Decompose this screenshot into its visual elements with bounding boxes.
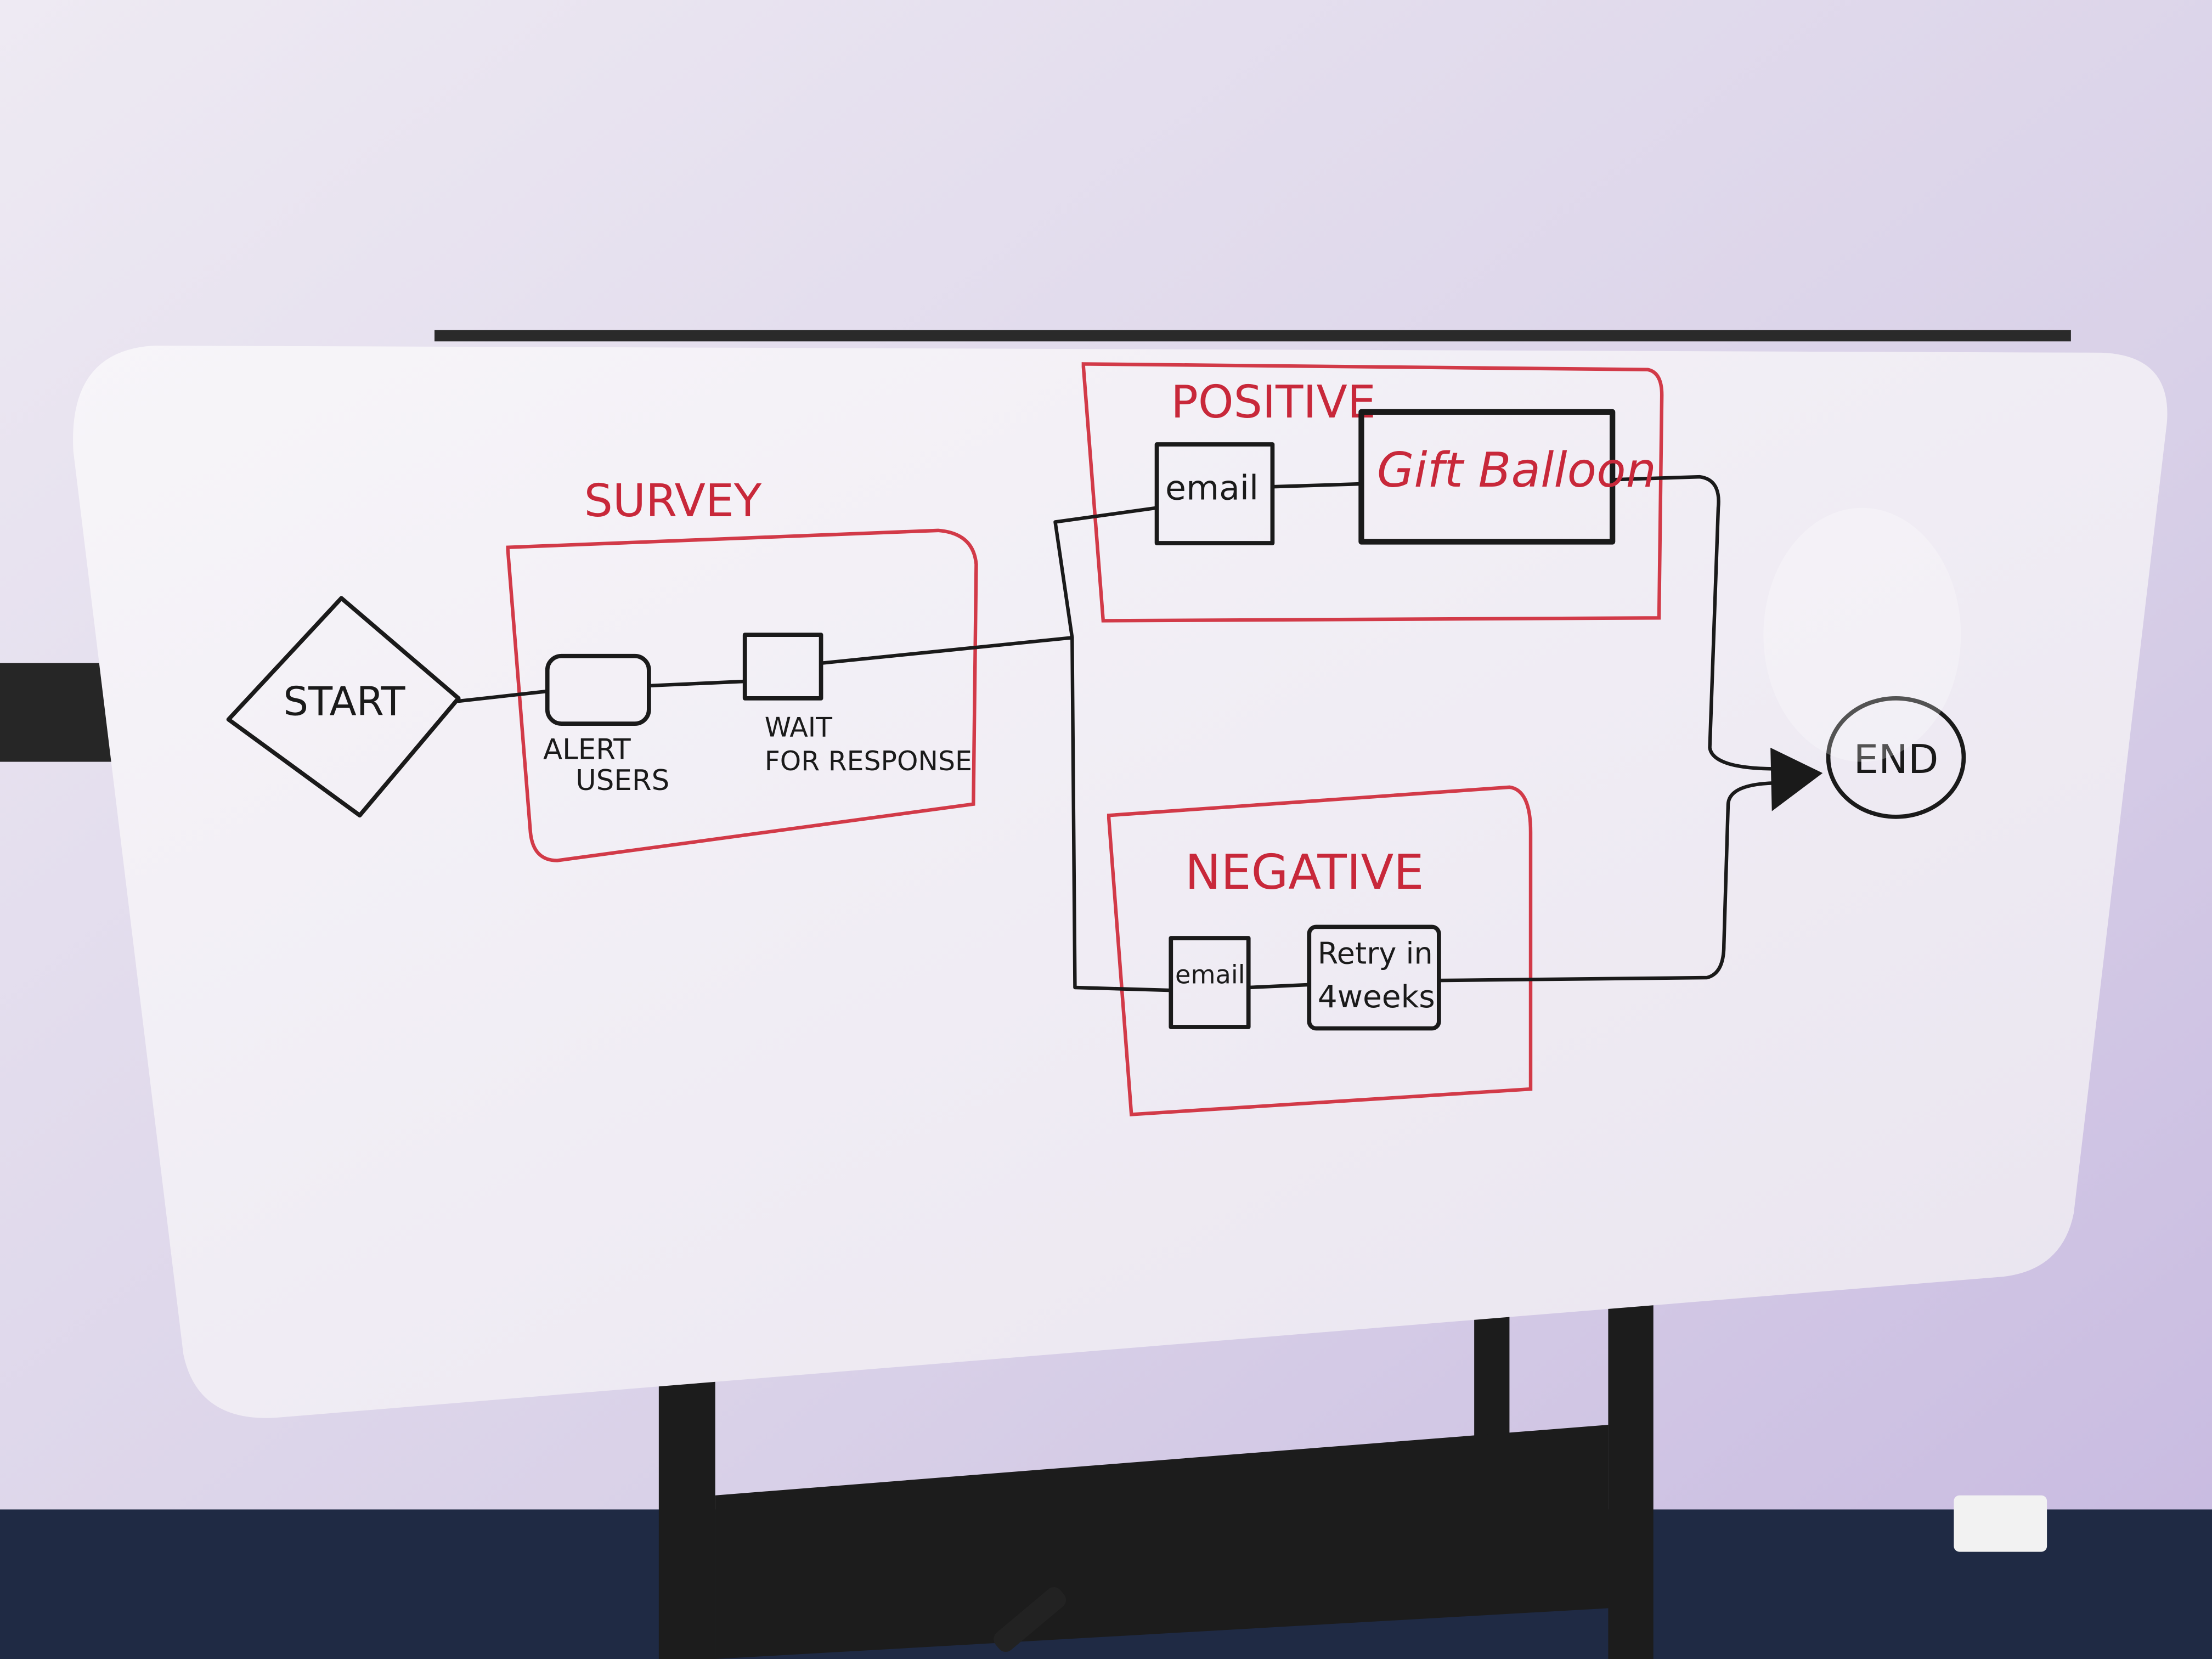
end-label: END — [1854, 736, 1939, 782]
positive-email-label: email — [1165, 468, 1259, 507]
alert-users-label-line2: USERS — [575, 764, 669, 797]
gift-balloon-node — [1358, 409, 1616, 545]
start-node — [226, 596, 461, 818]
retry-label-line1: Retry in — [1318, 936, 1433, 970]
gift-balloon-label: Gift Balloon — [1377, 442, 1656, 498]
whiteboard — [73, 346, 2168, 1418]
power-outlet — [1954, 1495, 2047, 1552]
positive-email-node — [1154, 442, 1275, 545]
survey-group-box — [506, 528, 978, 862]
survey-title: SURVEY — [584, 475, 762, 527]
negative-title: NEGATIVE — [1185, 844, 1424, 900]
negative-email-label: email — [1175, 960, 1245, 989]
negative-email-node — [1169, 936, 1251, 1029]
retry-label-line2: 4weeks — [1318, 979, 1435, 1015]
wait-label-line1: WAIT — [765, 712, 832, 743]
wall-rail — [0, 663, 113, 762]
wait-for-response-node — [742, 633, 823, 701]
alert-users-node — [545, 653, 651, 726]
marker — [994, 1587, 1066, 1652]
end-node — [1826, 696, 1966, 819]
positive-group-box — [1081, 362, 1664, 623]
whiteboard-stand — [658, 1297, 1654, 1659]
start-label: START — [283, 679, 405, 725]
retry-node — [1307, 924, 1441, 1031]
merge-arrow-icon — [1770, 747, 1823, 811]
negative-group-box — [1107, 785, 1533, 1116]
alert-users-label-line1: ALERT — [543, 733, 631, 766]
board-top-edge — [435, 330, 2071, 342]
reflection — [1763, 507, 1961, 762]
positive-title: POSITIVE — [1171, 376, 1376, 428]
wait-label-line2: FOR RESPONSE — [765, 746, 972, 777]
flow-connectors — [456, 475, 1782, 992]
